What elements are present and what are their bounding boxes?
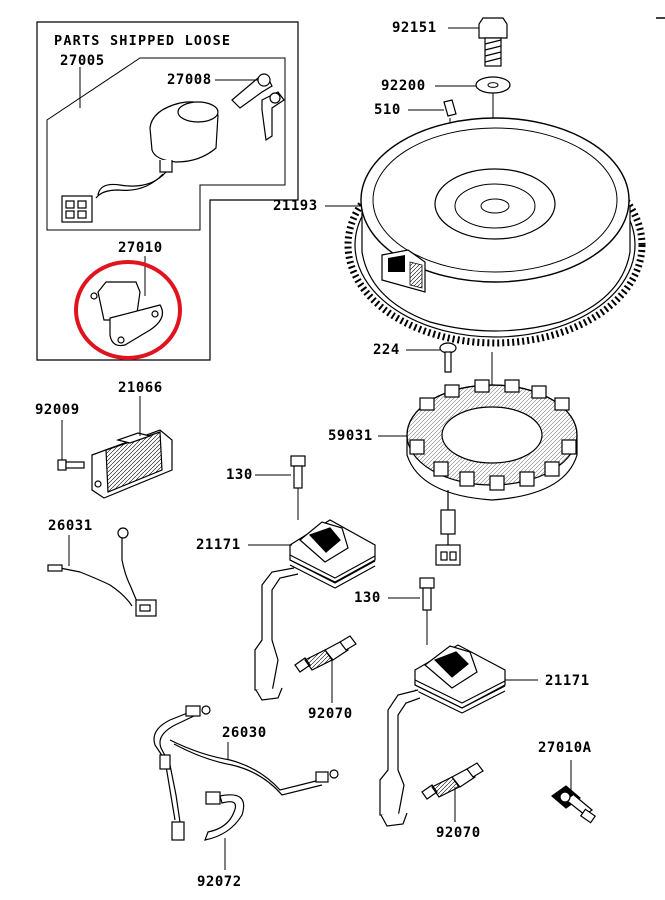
- highlight-circle: [74, 260, 182, 360]
- part-label-92200[interactable]: 92200: [381, 78, 426, 94]
- part-label-224[interactable]: 224: [373, 342, 400, 358]
- part-label-27010A[interactable]: 27010A: [538, 740, 592, 756]
- part-label-92072[interactable]: 92072: [197, 874, 242, 890]
- part-label-92070-left[interactable]: 92070: [308, 706, 353, 722]
- part-label-27005[interactable]: 27005: [60, 53, 105, 69]
- part-label-92151[interactable]: 92151: [392, 20, 437, 36]
- part-label-92070-right[interactable]: 92070: [436, 825, 481, 841]
- part-label-59031[interactable]: 59031: [328, 428, 373, 444]
- part-label-21171-left[interactable]: 21171: [196, 537, 241, 553]
- part-label-21193[interactable]: 21193: [273, 198, 318, 214]
- ignition-coil-left-drawing: [254, 519, 376, 701]
- part-label-27008[interactable]: 27008: [167, 72, 212, 88]
- part-label-26030[interactable]: 26030: [222, 725, 267, 741]
- box-title: PARTS SHIPPED LOOSE: [54, 33, 232, 49]
- sensor-27010A-drawing: [551, 785, 597, 824]
- part-label-130-right[interactable]: 130: [354, 590, 381, 606]
- subgroup-27005-outline: [46, 57, 286, 231]
- bolt-92151-drawing: [478, 17, 508, 67]
- part-label-27010[interactable]: 27010: [118, 240, 163, 256]
- spark-plug-left-drawing: [294, 635, 357, 673]
- part-label-21171-right[interactable]: 21171: [545, 673, 590, 689]
- ignition-coil-right-drawing: [379, 644, 506, 827]
- keys-drawing: [231, 73, 285, 142]
- flywheel-drawing: [344, 117, 646, 347]
- part-label-92009[interactable]: 92009: [35, 402, 80, 418]
- spark-plug-right-drawing: [421, 762, 484, 800]
- solenoid-drawing: [90, 281, 163, 347]
- key-510-drawing: [443, 99, 457, 117]
- lead-26031-drawing: [47, 527, 157, 617]
- part-label-26031[interactable]: 26031: [48, 518, 93, 534]
- screw-92009-drawing: [57, 459, 85, 471]
- clamp-92072-drawing: [204, 791, 245, 841]
- screw-224-drawing: [439, 342, 457, 373]
- bolt-130-left-drawing: [290, 455, 306, 489]
- regulator-drawing: [91, 429, 173, 499]
- ignition-switch-drawing: [61, 101, 219, 223]
- part-label-510[interactable]: 510: [374, 102, 401, 118]
- part-label-21066[interactable]: 21066: [118, 380, 163, 396]
- bolt-130-right-drawing: [419, 577, 435, 611]
- stator-drawing: [406, 379, 578, 566]
- parts-shipped-loose-box: [36, 21, 299, 361]
- harness-26030-drawing: [153, 705, 339, 841]
- part-label-130-left[interactable]: 130: [226, 467, 253, 483]
